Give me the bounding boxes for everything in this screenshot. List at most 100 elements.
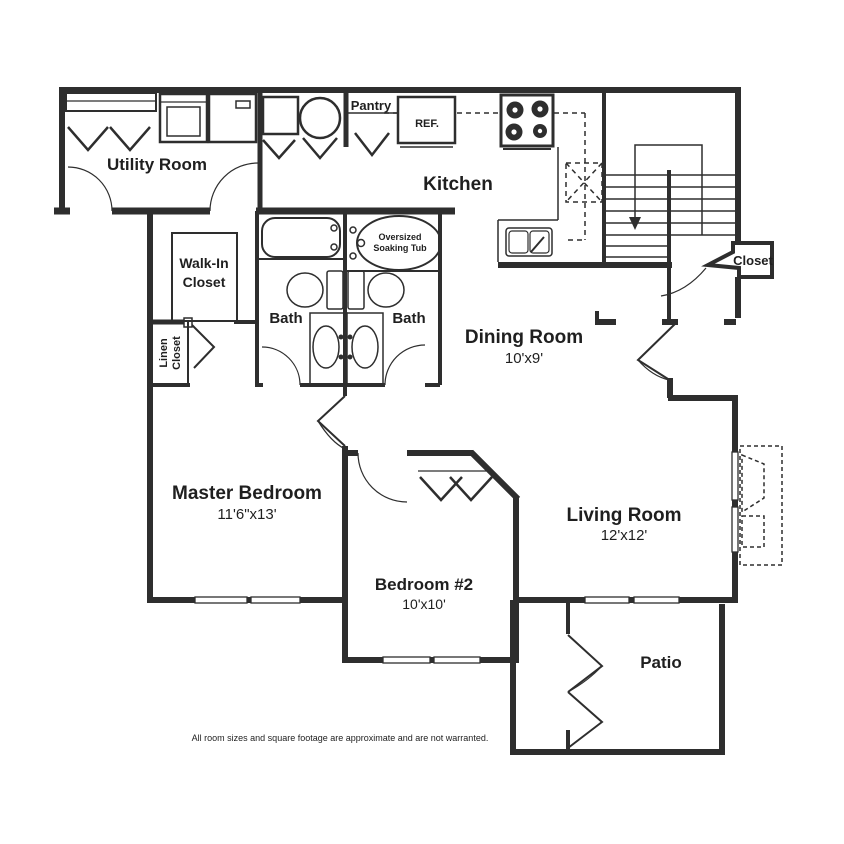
soaking-tub-label-2: Soaking Tub <box>373 243 427 253</box>
kitchen-fixtures <box>261 93 603 262</box>
water-heater-square-icon <box>261 95 300 136</box>
entry-door-leaves <box>636 321 678 380</box>
refrigerator-label: REF. <box>415 118 439 130</box>
bath2-label: Bath <box>392 310 425 327</box>
pantry-label: Pantry <box>351 98 392 113</box>
windows <box>194 451 739 664</box>
window-living-south-2 <box>633 596 680 604</box>
hanging-rod-icon <box>262 139 296 160</box>
utility-door-arc-left <box>67 166 113 212</box>
dryer-icon <box>207 92 258 144</box>
sink-basin <box>508 230 529 254</box>
bed2-door-arc <box>357 452 408 503</box>
bath1-label: Bath <box>269 310 302 327</box>
entry-door-arc <box>637 359 670 381</box>
washer-door <box>166 106 201 137</box>
toilet-tank <box>347 270 365 310</box>
walls <box>54 87 741 755</box>
walkin-closet-label-1: Walk-In <box>179 255 228 271</box>
hanging-rod-icon <box>449 476 493 502</box>
utility-room-label: Utility Room <box>107 155 207 174</box>
closet-tag-shape <box>701 241 774 279</box>
stair-down-arrow-icon <box>629 217 641 230</box>
window-living-east-1 <box>731 451 739 501</box>
burner-center <box>512 107 518 113</box>
soaking-tub-label-1: Oversized <box>378 232 421 242</box>
stove-burners <box>505 100 549 141</box>
entry-area <box>636 241 774 381</box>
bathtub-icon <box>261 217 341 258</box>
toilet-icon <box>367 272 405 308</box>
optional-bay-feature <box>739 445 783 566</box>
faucet-dot <box>338 354 344 360</box>
utility-door-arc-right <box>209 162 259 212</box>
toilet-tank <box>326 270 344 310</box>
window-living-east-2 <box>731 506 739 553</box>
patio-label: Patio <box>640 653 682 672</box>
sink-faucet <box>530 236 545 253</box>
linen-closet-label-1: Linen <box>158 338 170 368</box>
stairs-closet-label: Closet <box>733 253 773 268</box>
vanity-icon <box>309 312 348 386</box>
hanging-rod-icon <box>67 126 109 152</box>
bath-fixtures <box>257 215 442 386</box>
window-master-1 <box>194 596 248 604</box>
living-room-dimensions: 12'x12' <box>601 527 648 544</box>
master-door-arc <box>317 420 346 450</box>
hanging-rod-icon <box>302 137 338 160</box>
patio-door-leaf <box>567 634 604 693</box>
tub-faucet <box>349 252 357 260</box>
patio-door-leaf <box>567 691 604 749</box>
vanity-sink <box>312 325 340 369</box>
walkin-closet-outline <box>171 232 238 322</box>
refrigerator-icon <box>396 95 457 145</box>
walkin-door-leaves <box>191 324 216 369</box>
dining-room-dimensions: 10'x9' <box>505 350 543 367</box>
sink-basin <box>529 230 550 254</box>
walkin-closet-label-2: Closet <box>183 274 226 290</box>
water-heater-round-icon <box>298 96 342 140</box>
window-living-south-1 <box>584 596 630 604</box>
staircase <box>604 144 738 258</box>
dryer-control <box>235 100 251 109</box>
hanging-rod-icon <box>109 126 151 152</box>
vanity-sink <box>351 325 379 369</box>
vanity-icon <box>344 312 384 386</box>
tub-faucet <box>330 243 338 251</box>
burner-center <box>537 128 543 134</box>
bath2-door-arc <box>384 344 426 386</box>
tub-faucet <box>349 226 357 234</box>
stair-direction-line <box>634 144 703 235</box>
kitchen-label: Kitchen <box>423 174 493 195</box>
bath1-door-arc <box>261 346 301 386</box>
window-master-2 <box>250 596 301 604</box>
hanging-rod-icon <box>354 132 390 158</box>
patio-door-arc <box>567 665 603 693</box>
window-bed2-2 <box>433 656 481 664</box>
dining-room-label: Dining Room <box>465 327 583 348</box>
utility-fixtures <box>65 92 259 212</box>
living-room-label: Living Room <box>566 505 681 526</box>
tub-faucet <box>356 238 366 248</box>
disclaimer-text: All room sizes and square footage are ap… <box>192 733 489 743</box>
tub-faucet <box>330 224 338 232</box>
faucet-dot <box>347 334 353 340</box>
room-labels: Utility Room Pantry REF. Kitchen Closet … <box>107 98 774 743</box>
master-bedroom-label: Master Bedroom <box>172 483 322 504</box>
shelf-icon <box>65 92 157 112</box>
faucet-dot <box>347 354 353 360</box>
dashed-shape-lower <box>741 515 765 548</box>
door-jamb <box>183 317 193 328</box>
closets-doors <box>171 232 604 749</box>
bedroom2-dimensions: 10'x10' <box>402 596 446 612</box>
dashed-shape-upper <box>741 453 765 514</box>
burner-center <box>511 129 517 135</box>
dashed-cabinet-lines <box>384 112 603 241</box>
hanging-rod-icon <box>419 476 463 502</box>
closet-door-arc <box>660 267 707 297</box>
window-bed2-1 <box>382 656 431 664</box>
master-bedroom-dimensions: 11'6"x13' <box>217 506 276 523</box>
burner-center <box>537 106 543 112</box>
